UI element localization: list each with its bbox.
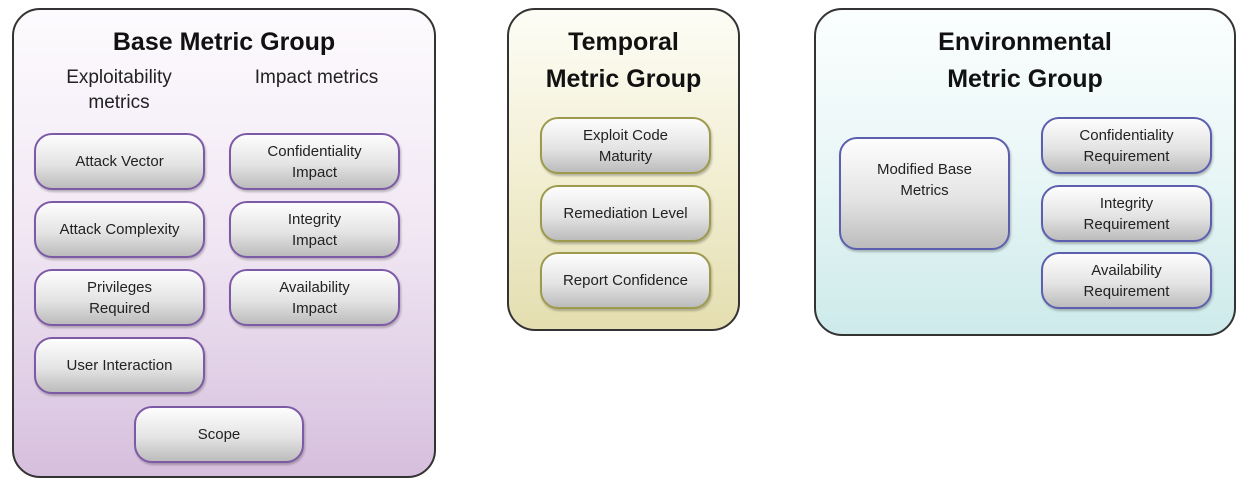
environmental-group-title: Environmental Metric Group bbox=[938, 28, 1112, 93]
base-metric-group: Base Metric Group Exploitability metrics… bbox=[12, 8, 436, 478]
confidentiality-impact: Confidentiality Impact bbox=[229, 133, 400, 190]
integrity-requirement: Integrity Requirement bbox=[1041, 185, 1212, 242]
label: Attack Vector bbox=[75, 153, 164, 170]
impact-header: Impact metrics bbox=[254, 67, 379, 88]
temporal-metric-group: Temporal Metric Group Exploit Code Matur… bbox=[507, 8, 740, 331]
label: Confidentiality Impact bbox=[267, 142, 362, 181]
user-interaction: User Interaction bbox=[34, 337, 205, 394]
availability-requirement: Availability Requirement bbox=[1041, 252, 1212, 309]
label: User Interaction bbox=[66, 357, 173, 374]
label: Privileges Required bbox=[86, 278, 153, 317]
exploitability-header: Exploitability metrics bbox=[66, 67, 172, 113]
remediation-level: Remediation Level bbox=[540, 185, 711, 242]
label: Scope bbox=[197, 426, 241, 443]
label: Integrity Requirement bbox=[1083, 194, 1170, 233]
modified-base-metrics: Modified Base Metrics bbox=[839, 137, 1010, 250]
label: Exploit Code Maturity bbox=[582, 126, 669, 165]
report-confidence: Report Confidence bbox=[540, 252, 711, 309]
integrity-impact: Integrity Impact bbox=[229, 201, 400, 258]
availability-impact: Availability Impact bbox=[229, 269, 400, 326]
temporal-group-title: Temporal Metric Group bbox=[545, 28, 702, 93]
base-group-title: Base Metric Group bbox=[112, 28, 336, 56]
label: Report Confidence bbox=[562, 272, 689, 289]
scope: Scope bbox=[134, 406, 304, 463]
environmental-metric-group: Environmental Metric Group Modified Base… bbox=[814, 8, 1236, 336]
attack-vector: Attack Vector bbox=[34, 133, 205, 190]
label: Integrity Impact bbox=[287, 210, 342, 249]
exploit-code-maturity: Exploit Code Maturity bbox=[540, 117, 711, 174]
label: Modified Base Metrics bbox=[876, 161, 973, 199]
label: Availability Impact bbox=[279, 278, 350, 317]
label: Availability Requirement bbox=[1083, 261, 1170, 300]
label: Confidentiality Requirement bbox=[1079, 126, 1174, 165]
attack-complexity: Attack Complexity bbox=[34, 201, 205, 258]
privileges-required: Privileges Required bbox=[34, 269, 205, 326]
label: Remediation Level bbox=[563, 205, 688, 222]
label: Attack Complexity bbox=[59, 221, 180, 238]
confidentiality-requirement: Confidentiality Requirement bbox=[1041, 117, 1212, 174]
